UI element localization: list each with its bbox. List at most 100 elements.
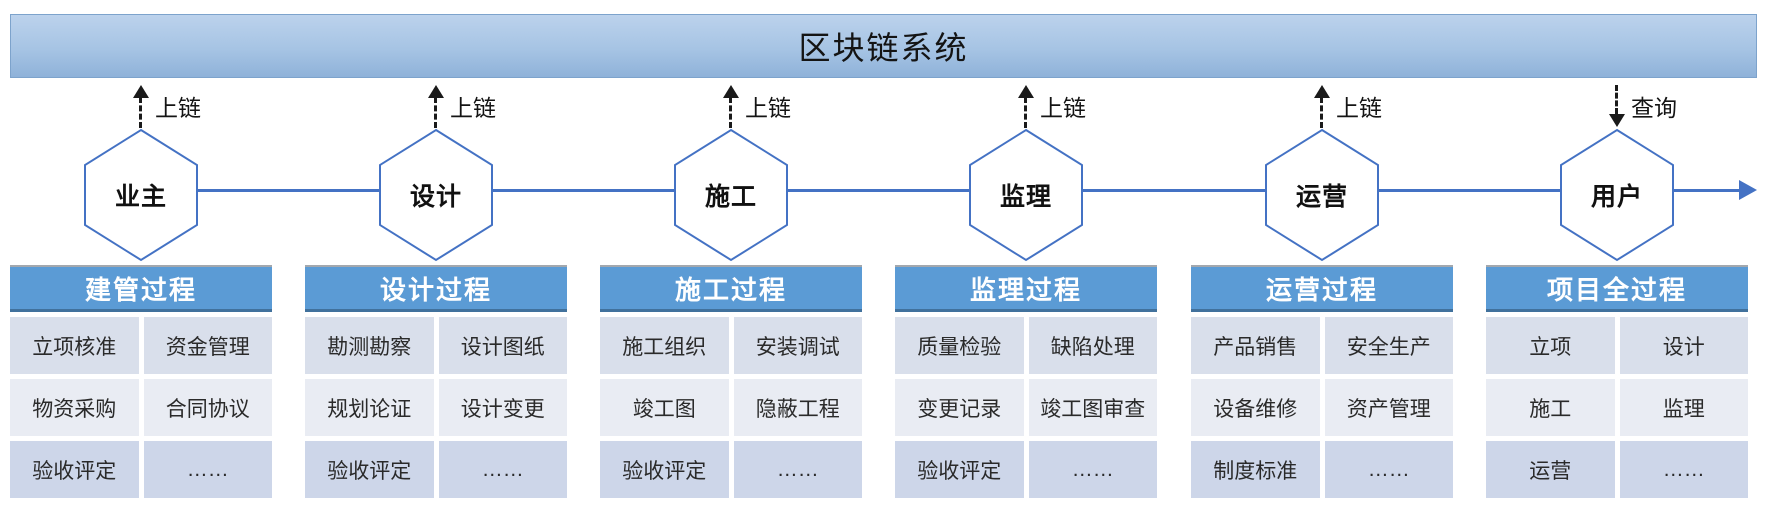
stage-hexagon-user: 用户 [1559,128,1675,262]
table-cell: 物资采购 [10,379,139,436]
table-header: 项目全过程 [1486,265,1748,312]
arrowhead [1018,85,1034,98]
table-cell: 隐蔽工程 [733,379,862,436]
table-cell: 设计图纸 [438,317,567,374]
stage-column-supervision: 上链监理监理过程质量检验缺陷处理变更记录竣工图审查验收评定…… [895,85,1157,505]
table-cell: 验收评定 [600,441,729,498]
stage-column-design: 上链设计设计过程勘测勘察设计图纸规划论证设计变更验收评定…… [305,85,567,505]
stage-label: 监理 [999,183,1052,211]
table-cell: …… [1324,441,1453,498]
arrowhead [723,85,739,98]
process-flow-line [141,189,1741,192]
table-row: 物资采购合同协议 [10,379,272,436]
table-cell: 设计变更 [438,379,567,436]
table-row: 立项核准资金管理 [10,317,272,374]
table-row: 验收评定…… [305,441,567,498]
table-row: 制度标准…… [1191,441,1453,498]
table-cell: 资产管理 [1324,379,1453,436]
table-cell: 施工组织 [600,317,729,374]
table-cell: 安装调试 [733,317,862,374]
stage-hexagon-operation: 运营 [1264,128,1380,262]
stage-label: 施工 [704,183,757,211]
table-cell: 勘测勘察 [305,317,434,374]
table-cell: 竣工图审查 [1028,379,1157,436]
stage-hexagon-supervision: 监理 [968,128,1084,262]
dashed-line [1615,85,1618,114]
stage-column-construction: 上链施工施工过程施工组织安装调试竣工图隐蔽工程验收评定…… [600,85,862,505]
stage-column-owner: 上链业主建管过程立项核准资金管理物资采购合同协议验收评定…… [10,85,272,505]
process-table-construction-process: 施工过程施工组织安装调试竣工图隐蔽工程验收评定…… [600,265,862,498]
table-cell: 立项核准 [10,317,139,374]
table-cell: 施工 [1486,379,1615,436]
hexagon-shape [969,128,1083,262]
table-cell: 监理 [1619,379,1748,436]
hexagon-shape [674,128,788,262]
table-cell: 设备维修 [1191,379,1320,436]
hexagon-shape [379,128,493,262]
table-cell: …… [143,441,272,498]
process-table-supervision-process: 监理过程质量检验缺陷处理变更记录竣工图审查验收评定…… [895,265,1157,498]
table-cell: …… [1619,441,1748,498]
stage-label: 业主 [114,183,167,211]
process-table-operation-process: 运营过程产品销售安全生产设备维修资产管理制度标准…… [1191,265,1453,498]
stage-hexagon-design: 设计 [378,128,494,262]
arrowhead [1314,85,1330,98]
arrow-label-construction: 上链 [745,95,791,121]
process-table-construction-management-process: 建管过程立项核准资金管理物资采购合同协议验收评定…… [10,265,272,498]
table-cell: 验收评定 [10,441,139,498]
table-cell: 竣工图 [600,379,729,436]
table-row: 产品销售安全生产 [1191,317,1453,374]
hexagon-shape [1265,128,1379,262]
table-row: 设备维修资产管理 [1191,379,1453,436]
arrow-label-operation: 上链 [1336,95,1382,121]
table-cell: 制度标准 [1191,441,1320,498]
table-row: 竣工图隐蔽工程 [600,379,862,436]
table-cell: 变更记录 [895,379,1024,436]
table-header: 设计过程 [305,265,567,312]
table-row: 立项设计 [1486,317,1748,374]
table-cell: 缺陷处理 [1028,317,1157,374]
dashed-line [1320,97,1323,128]
dashed-line [139,97,142,128]
table-header: 运营过程 [1191,265,1453,312]
arrowhead [428,85,444,98]
hexagon-shape [1560,128,1674,262]
table-cell: 资金管理 [143,317,272,374]
stage-label: 设计 [409,183,462,211]
table-cell: 运营 [1486,441,1615,498]
table-row: 变更记录竣工图审查 [895,379,1157,436]
dashed-line [434,97,437,128]
arrowhead [1609,114,1625,127]
stage-label: 用户 [1590,183,1643,211]
table-cell: 立项 [1486,317,1615,374]
table-cell: 产品销售 [1191,317,1320,374]
table-cell: …… [733,441,862,498]
table-cell: 合同协议 [143,379,272,436]
dashed-line [1024,97,1027,128]
hexagon-shape [84,128,198,262]
table-cell: 质量检验 [895,317,1024,374]
table-cell: …… [438,441,567,498]
table-cell: 验收评定 [895,441,1024,498]
stage-hexagon-construction: 施工 [673,128,789,262]
banner-title: 区块链系统 [798,30,969,66]
arrow-label-design: 上链 [450,95,496,121]
right-arrow-icon [1739,180,1757,200]
table-row: 施工组织安装调试 [600,317,862,374]
table-cell: …… [1028,441,1157,498]
table-cell: 设计 [1619,317,1748,374]
table-row: 勘测勘察设计图纸 [305,317,567,374]
arrowhead [133,85,149,98]
table-row: 施工监理 [1486,379,1748,436]
process-table-whole-project-process: 项目全过程立项设计施工监理运营…… [1486,265,1748,498]
arrow-label-user: 查询 [1631,95,1677,121]
arrow-label-supervision: 上链 [1040,95,1086,121]
table-cell: 验收评定 [305,441,434,498]
dashed-line [729,97,732,128]
stage-hexagon-owner: 业主 [83,128,199,262]
stage-label: 运营 [1295,183,1348,211]
arrow-label-owner: 上链 [155,95,201,121]
table-row: 验收评定…… [10,441,272,498]
process-table-design-process: 设计过程勘测勘察设计图纸规划论证设计变更验收评定…… [305,265,567,498]
